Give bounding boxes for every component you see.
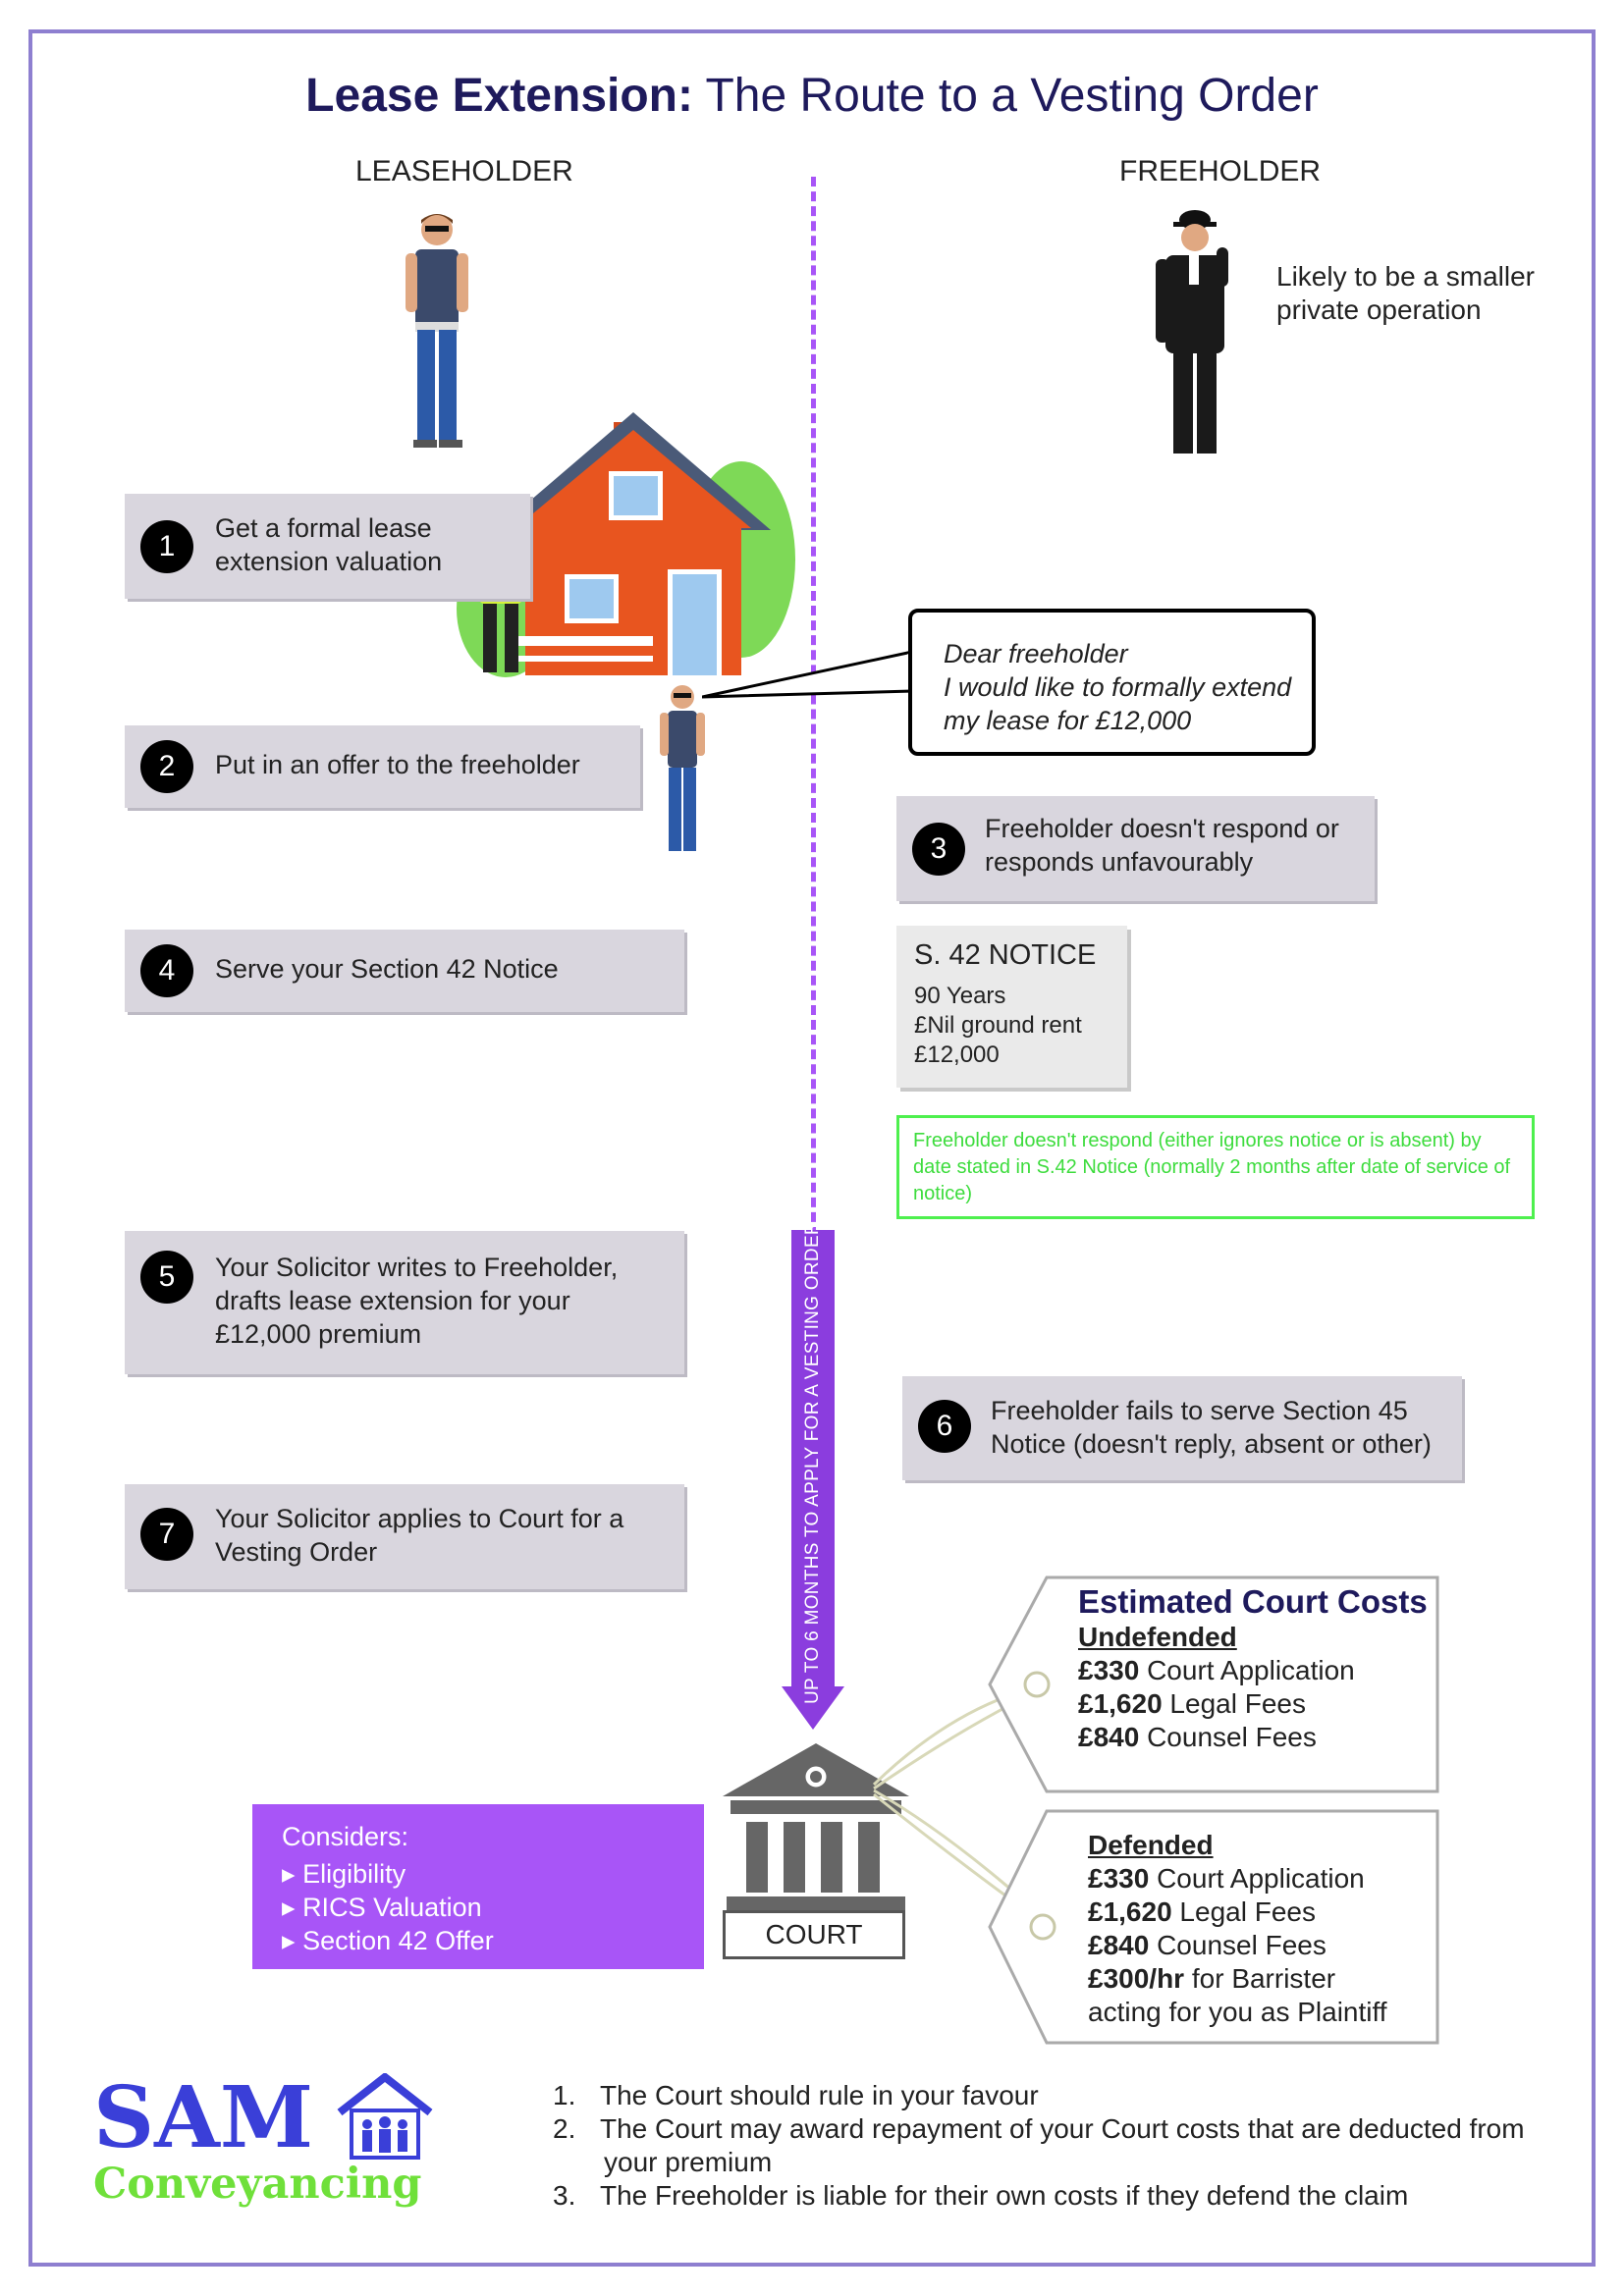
- step-text: Your Solicitor writes to Freeholder,draf…: [215, 1253, 619, 1349]
- step-number: 5: [140, 1251, 193, 1304]
- cost-row: acting for you as Plaintiff: [1088, 1997, 1387, 2027]
- court-building-icon: [723, 1743, 909, 1910]
- step-number: 2: [140, 740, 193, 793]
- cost-row: £330 Court Application: [1078, 1655, 1355, 1685]
- outcomes-list: 1.The Court should rule in your favour 2…: [553, 2079, 1525, 2213]
- freeholder-figure-icon: [1156, 210, 1228, 454]
- freeholder-heading: FREEHOLDER: [1119, 155, 1322, 187]
- section-42-notice: S. 42 NOTICE 90 Years £Nil ground rent £…: [896, 926, 1127, 1088]
- freeholder-note: Likely to be a smaller private operation: [1276, 261, 1536, 325]
- considers-item: ▸ RICS Valuation: [282, 1893, 482, 1922]
- cost-row: £840 Counsel Fees: [1088, 1930, 1326, 1960]
- notice-ground-rent: £Nil ground rent: [914, 1012, 1082, 1039]
- notice-premium: £12,000: [914, 1041, 1000, 1068]
- defended-label: Defended: [1088, 1830, 1214, 1860]
- cost-row: £840 Counsel Fees: [1078, 1722, 1317, 1752]
- step-number: 6: [918, 1400, 971, 1453]
- house-family-logo-icon: [337, 2073, 433, 2160]
- vesting-order-timeline-arrow: [791, 1230, 835, 1691]
- tag-shape: [988, 1809, 1439, 2045]
- cost-row: £330 Court Application: [1088, 1863, 1365, 1894]
- step-number: 1: [140, 520, 193, 573]
- considers-heading: Considers:: [282, 1822, 409, 1851]
- page-border: [28, 29, 1596, 2267]
- defended-costs-tag: Defended £330 Court Application £1,620 L…: [988, 1809, 1439, 2045]
- step-4: 4 Serve your Section 42 Notice: [125, 930, 684, 1012]
- offer-speech-bubble: Dear freeholder I would like to formally…: [908, 609, 1316, 756]
- step-number: 3: [912, 823, 965, 876]
- timeline-divider: [811, 177, 816, 1237]
- no-response-note: Freeholder doesn't respond (either ignor…: [896, 1115, 1535, 1219]
- outcome-item: 1.The Court should rule in your favour: [553, 2080, 1039, 2110]
- step-text: Put in an offer to the freeholder: [215, 750, 580, 779]
- notice-term: 90 Years: [914, 983, 1006, 1009]
- step-number: 4: [140, 944, 193, 997]
- tag-shape: [988, 1575, 1439, 1793]
- step-text: Serve your Section 42 Notice: [215, 954, 559, 984]
- speech-bubble-tail: [702, 650, 914, 699]
- court-considers-box: Considers: ▸ Eligibility ▸ RICS Valuatio…: [252, 1804, 704, 1969]
- logo-sam: SAM: [93, 2068, 314, 2167]
- logo-conveyancing: Conveyancing: [93, 2160, 422, 2209]
- undefended-label: Undefended: [1078, 1622, 1237, 1652]
- notice-heading: S. 42 NOTICE: [914, 939, 1097, 971]
- timeline-arrow-label: UP TO 6 MONTHS TO APPLY FOR A VESTING OR…: [802, 1221, 823, 1704]
- considers-item: ▸ Eligibility: [282, 1859, 406, 1889]
- house-icon: [457, 412, 795, 677]
- outcome-item: 2.The Court may award repayment of your …: [553, 2113, 1525, 2144]
- costs-heading: Estimated Court Costs: [1078, 1583, 1428, 1620]
- court-label: COURT: [723, 1910, 905, 1959]
- arrow-head: [782, 1686, 844, 1730]
- cost-row: £300/hr for Barrister: [1088, 1963, 1336, 1994]
- step-5: 5 Your Solicitor writes to Freeholder,dr…: [125, 1231, 684, 1374]
- outcome-item: 3.The Freeholder is liable for their own…: [553, 2180, 1409, 2211]
- cost-row: £1,620 Legal Fees: [1088, 1896, 1316, 1927]
- leaseholder-heading: LEASEHOLDER: [355, 155, 573, 187]
- cost-row: £1,620 Legal Fees: [1078, 1688, 1306, 1719]
- step-2: 2 Put in an offer to the freeholder: [125, 725, 640, 808]
- step-number: 7: [140, 1508, 193, 1561]
- leaseholder-offer-figure-icon: [660, 685, 705, 851]
- outcome-item-continued: your premium: [604, 2147, 773, 2177]
- considers-item: ▸ Section 42 Offer: [282, 1926, 494, 1955]
- undefended-costs-tag: Estimated Court Costs Undefended £330 Co…: [988, 1575, 1439, 1793]
- page-title: Lease Extension: The Route to a Vesting …: [305, 70, 1319, 122]
- leaseholder-figure-icon: [406, 214, 468, 448]
